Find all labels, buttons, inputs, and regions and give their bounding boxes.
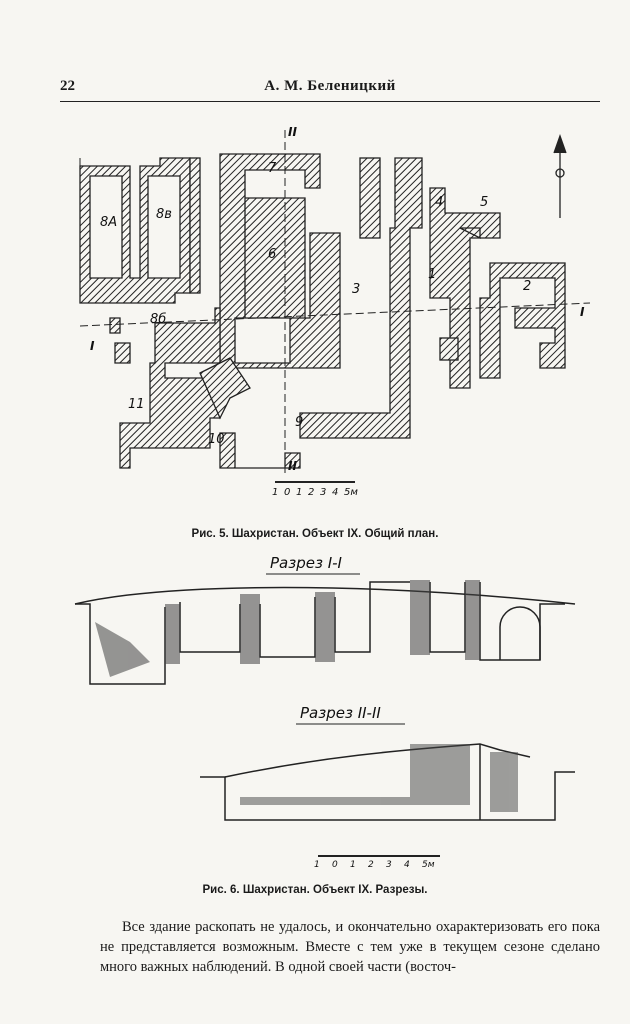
- figure-5-plan: 7 6 8А 8в 8б 3 4 5 1 2 9 10 11 II II I I…: [60, 118, 600, 508]
- scale-tick: 1: [272, 487, 278, 498]
- room-label: 1: [428, 267, 436, 282]
- plan-walls: [79, 153, 566, 469]
- room-label: 8А: [100, 215, 117, 230]
- scale-tick: 3: [386, 860, 392, 870]
- room-label: 9: [295, 415, 303, 430]
- running-head: 22 А. М. Беленицкий: [60, 78, 600, 102]
- section-2-drawing: Разрез II-II: [200, 704, 575, 821]
- room-label: 4: [435, 195, 443, 210]
- section-mark: I: [90, 339, 95, 353]
- figure-6-scale-bar: 1 0 1 2 3 4 5м: [300, 850, 470, 872]
- section-2-title: Разрез II-II: [300, 704, 381, 722]
- header-author: А. М. Беленицкий: [264, 78, 396, 94]
- scale-tick: 2: [308, 487, 314, 498]
- scale-tick: 5м: [344, 487, 358, 498]
- section-1-drawing: Разрез I-I: [74, 554, 576, 685]
- room-label: 7: [268, 161, 277, 176]
- page-number: 22: [60, 78, 75, 94]
- scale-tick: 5м: [422, 860, 435, 870]
- body-text: Все здание раскопать не удалось, и оконч…: [100, 917, 600, 977]
- room-label: 6: [268, 247, 276, 262]
- body-paragraph: Все здание раскопать не удалось, и оконч…: [100, 919, 600, 975]
- figure-5-caption: Рис. 5. Шахристан. Объект IX. Общий план…: [191, 528, 439, 540]
- scale-tick: 1: [314, 860, 320, 870]
- room-label: 11: [128, 397, 145, 412]
- scale-tick: 1: [296, 487, 302, 498]
- scale-tick: 4: [332, 487, 338, 498]
- plan-drawing: 7 6 8А 8в 8б 3 4 5 1 2 9 10 11 II II I I…: [79, 125, 591, 498]
- room-label: 2: [523, 279, 531, 294]
- scale-bar: 1 0 1 2 3 4 5м: [272, 481, 358, 498]
- room-label: 10: [208, 432, 225, 447]
- scale-tick: 1: [350, 860, 356, 870]
- section-marks: II II I I: [90, 125, 585, 473]
- north-arrow-icon: [553, 134, 567, 218]
- room-label: 3: [352, 282, 360, 297]
- scale-tick: 4: [404, 860, 410, 870]
- figure-6-caption: Рис. 6. Шахристан. Объект IX. Разрезы.: [202, 884, 428, 896]
- section-1-title: Разрез I-I: [270, 554, 343, 572]
- scale-tick: 0: [332, 860, 338, 870]
- scale-tick: 0: [284, 487, 290, 498]
- room-label: 5: [480, 195, 488, 210]
- scale-tick: 2: [368, 860, 374, 870]
- header-rule: [60, 101, 600, 102]
- room-label: 8б: [150, 312, 166, 327]
- section-mark: II: [288, 459, 297, 473]
- room-label: 8в: [156, 207, 172, 222]
- figure-6-section-1: Разрез I-I: [70, 552, 580, 692]
- scale-tick: 3: [320, 487, 326, 498]
- section-mark: II: [288, 125, 297, 139]
- figure-6-section-2: Разрез II-II: [200, 702, 580, 832]
- section-mark: I: [580, 305, 585, 319]
- section-lines: [79, 130, 591, 473]
- room-labels: 7 6 8А 8в 8б 3 4 5 1 2 9 10 11: [100, 161, 531, 447]
